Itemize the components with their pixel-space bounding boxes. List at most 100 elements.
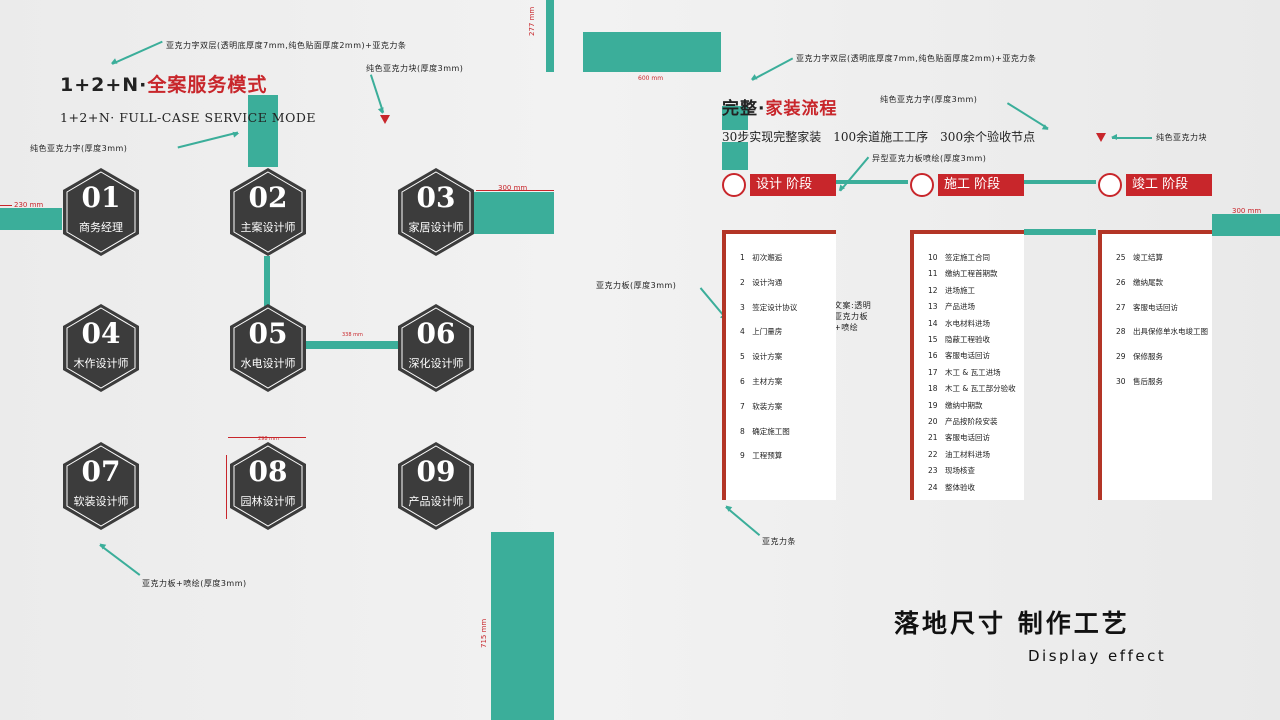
hexagon-label: 园林设计师 xyxy=(240,495,296,508)
hexagon-shape xyxy=(398,304,474,392)
teal-block-bottom xyxy=(491,532,554,720)
process-step: 16 客服电话回访 xyxy=(928,351,991,361)
process-step: 26 缴纳尾款 xyxy=(1116,277,1164,287)
footer-subtitle: Display effect xyxy=(1028,647,1167,665)
anno-left-board: 亚克力板+喷绘(厚度3mm) xyxy=(142,579,247,588)
footer-title: 落地尺寸 制作工艺 xyxy=(894,609,1130,638)
dim-grid-2: 338 mm xyxy=(342,332,363,338)
hexagon-number: 07 xyxy=(81,455,121,488)
process-step: 21 客服电话回访 xyxy=(928,433,991,443)
anno-right-word: 纯色亚克力字(厚度3mm) xyxy=(880,95,978,104)
dim-715: 715 mm xyxy=(480,618,488,648)
anno-left-top: 亚克力字双层(透明底厚度7mm,纯色贴面厚度2mm)+亚克力条 xyxy=(166,41,407,50)
process-step: 15 隐蔽工程验收 xyxy=(928,335,991,344)
avatar-icon-build xyxy=(910,173,934,197)
teal-block-right-edge xyxy=(1212,214,1280,236)
hexagon-label: 水电设计师 xyxy=(240,357,296,370)
process-step: 3 签定设计协议 xyxy=(740,302,798,312)
stage-label-finish: 竣工 阶段 xyxy=(1132,177,1189,192)
teal-block-top-right xyxy=(583,32,721,72)
anno-right-board: 亚克力板(厚度3mm) xyxy=(596,281,677,290)
process-step: 11 缴纳工程首期款 xyxy=(928,269,998,279)
red-triangle-left xyxy=(380,115,390,124)
arrow-right-top xyxy=(751,57,793,81)
hexagon-label: 软装设计师 xyxy=(73,495,129,508)
dim-line-230 xyxy=(0,205,12,206)
teal-block-left xyxy=(0,208,62,230)
hexagon-label: 家居设计师 xyxy=(408,221,464,234)
right-subtitle: 30步实现完整家装 100余道施工工序 300余个验收节点 xyxy=(722,130,1036,144)
teal-link-3 xyxy=(1024,229,1096,235)
hexagon-label: 木作设计师 xyxy=(73,357,129,370)
process-step: 7 软装方案 xyxy=(740,401,783,411)
avatar-icon-design xyxy=(722,173,746,197)
hexagon-number: 01 xyxy=(81,181,121,214)
process-step: 5 设计方案 xyxy=(740,352,783,362)
dim-line-grid-1 xyxy=(228,437,306,438)
hexagon-9: 09 产品设计师 xyxy=(397,441,475,531)
hexagon-shape xyxy=(63,442,139,530)
arrow-left-top xyxy=(111,40,163,65)
process-step: 19 缴纳中期款 xyxy=(928,400,983,410)
process-step: 23 现场核查 xyxy=(928,466,976,476)
dim-grid-1: 298 mm xyxy=(258,436,279,442)
process-step: 27 客服电话回访 xyxy=(1116,302,1179,312)
dim-230: 230 mm xyxy=(14,201,44,209)
process-step: 20 产品按阶段安装 xyxy=(928,417,998,426)
stage-bar-finish: 竣工 阶段 xyxy=(1126,174,1212,196)
left-title-prefix: 1+2+N· xyxy=(60,74,148,96)
hexagon-label: 产品设计师 xyxy=(408,495,464,508)
hexagon-number: 09 xyxy=(416,455,456,488)
hexagon-number: 08 xyxy=(248,455,288,488)
process-step: 17 木工 & 瓦工进场 xyxy=(928,367,1001,377)
process-step: 6 主材方案 xyxy=(740,377,783,386)
hexagon-number: 06 xyxy=(416,317,456,350)
hexagon-7: 07 软装设计师 xyxy=(62,441,140,531)
arrow-right-word xyxy=(1006,102,1049,130)
arrow-right-shaped xyxy=(839,156,869,192)
hexagon-label: 主案设计师 xyxy=(240,221,296,234)
avatar-icon-finish xyxy=(1098,173,1122,197)
red-triangle-right xyxy=(1096,133,1106,142)
anno-right-shaped: 异型亚克力板喷绘(厚度3mm) xyxy=(872,154,987,163)
hexagon-1: 01 商务经理 xyxy=(62,167,140,257)
hexagon-label: 商务经理 xyxy=(79,221,123,234)
process-step: 9 工程预算 xyxy=(740,451,783,461)
process-step: 4 上门量房 xyxy=(740,327,783,337)
left-title: 1+2+N·全案服务模式 xyxy=(60,70,267,97)
process-step: 12 进场施工 xyxy=(928,285,976,295)
hexagon-number: 04 xyxy=(81,317,121,350)
process-step: 1 初次邂逅 xyxy=(740,253,783,262)
process-step: 22 油工材料进场 xyxy=(928,449,991,459)
hexagon-label: 深化设计师 xyxy=(408,357,464,370)
teal-block-top-thin xyxy=(546,0,554,72)
anno-left-block: 纯色亚克力块(厚度3mm) xyxy=(366,64,464,73)
anno-right-strip: 亚克力条 xyxy=(762,537,796,546)
process-step: 30 售后服务 xyxy=(1116,377,1164,386)
right-title-prefix: 完整· xyxy=(722,99,766,119)
hexagon-shape xyxy=(230,304,306,392)
hexagon-shape xyxy=(63,304,139,392)
process-step: 29 保修服务 xyxy=(1116,352,1164,362)
anno-right-top: 亚克力字双层(透明底厚度7mm,纯色贴面厚度2mm)+亚克力条 xyxy=(796,54,1037,63)
stage-label-build: 施工 阶段 xyxy=(944,177,1001,192)
dim-300-right: 300 mm xyxy=(1232,207,1262,215)
anno-right-text-note: 文案:透明 亚克力板 +喷绘 xyxy=(834,301,872,332)
process-step: 18 木工 & 瓦工部分验收 xyxy=(928,384,1016,394)
process-step: 13 产品进场 xyxy=(928,302,976,312)
teal-connector-05-06 xyxy=(306,341,398,349)
hexagon-6: 06 深化设计师 xyxy=(397,303,475,393)
arrow-left-word xyxy=(177,132,239,149)
stage-bar-design: 设计 阶段 xyxy=(750,174,836,196)
stage-label-design: 设计 阶段 xyxy=(756,177,813,192)
process-step: 24 整体验收 xyxy=(928,482,976,492)
dim-line-300-left xyxy=(476,190,554,191)
dim-300-left: 300 mm xyxy=(498,184,528,192)
anno-left-word: 纯色亚克力字(厚度3mm) xyxy=(30,144,128,153)
anno-right-block: 纯色亚克力块 xyxy=(1156,133,1207,142)
dim-277: 277 mm xyxy=(528,6,536,36)
